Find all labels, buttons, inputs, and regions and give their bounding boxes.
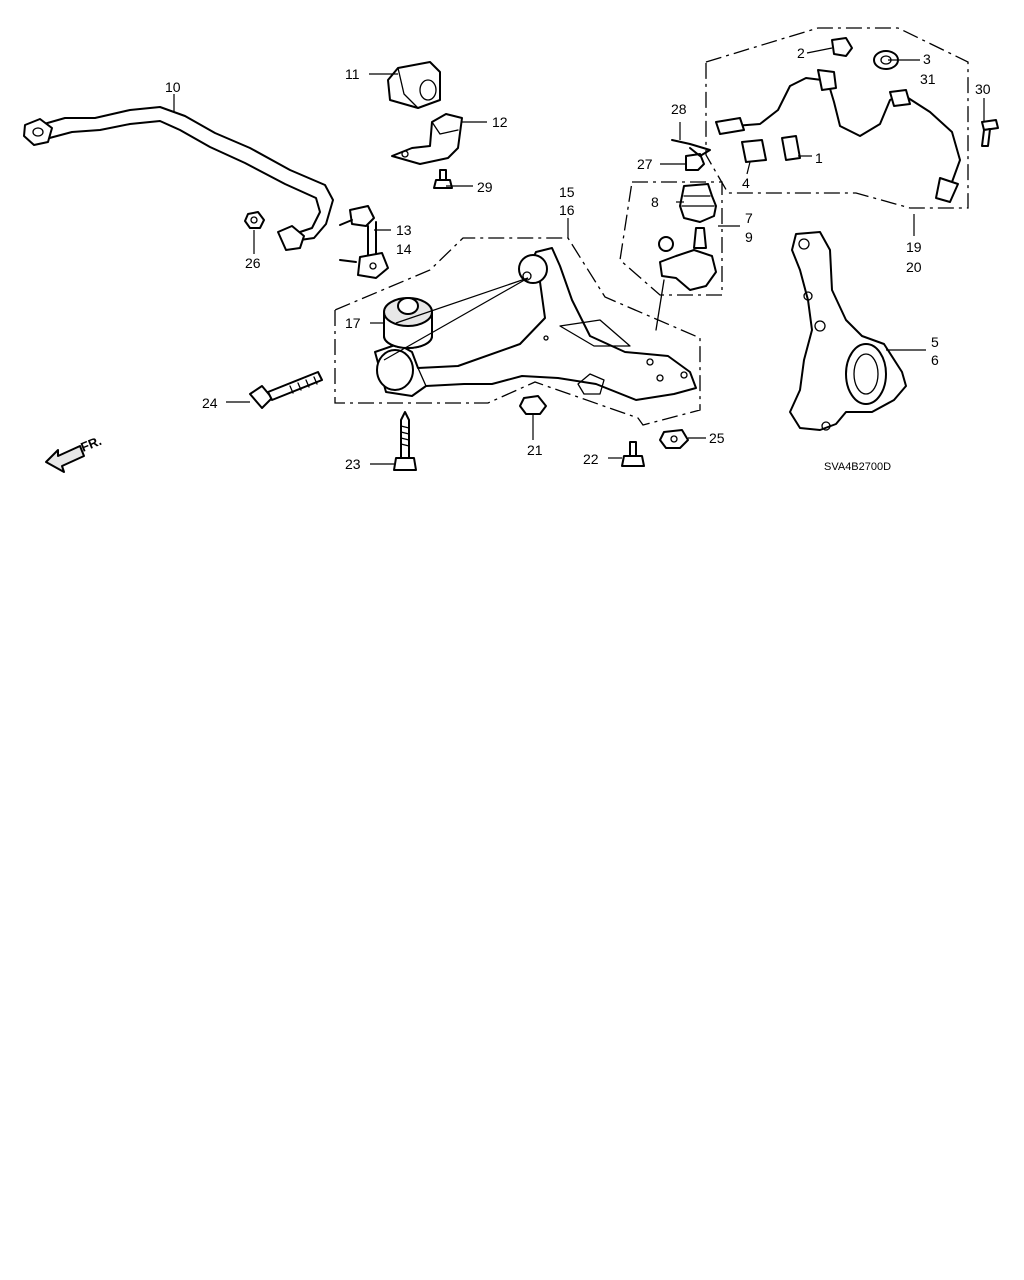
bolt-30 — [981, 119, 999, 147]
callout-31: 31 — [920, 71, 936, 87]
callout-2: 2 — [797, 45, 805, 61]
front-indicator-label: FR. — [79, 433, 104, 455]
callout-11: 11 — [345, 66, 360, 82]
callout-1: 1 — [815, 150, 823, 166]
diagram-reference-code: SVA4B2700D — [824, 461, 891, 473]
callout-5: 5 — [931, 334, 939, 350]
callout-4: 4 — [742, 175, 750, 191]
ball-joint-boot — [679, 183, 717, 223]
compliance-bushing — [383, 297, 433, 349]
callout-15: 15 — [559, 184, 575, 200]
sensor-clip-2 — [831, 37, 853, 57]
sensor-clip-1 — [781, 135, 801, 161]
callout-8: 8 — [651, 194, 659, 210]
lower-arm-group-outline — [334, 237, 701, 426]
callout-3: 3 — [923, 51, 931, 67]
lower-arm — [374, 247, 697, 401]
callout-19: 19 — [906, 239, 922, 255]
bolt-29 — [433, 169, 453, 189]
nut-27 — [685, 153, 705, 171]
callout-labels: 1 2 3 31 4 5 6 7 9 8 10 11 12 13 14 15 1… — [165, 45, 991, 472]
ball-joint-group-outline — [619, 181, 723, 296]
bolt-23 — [393, 411, 417, 471]
leader-lines — [173, 47, 985, 465]
sensor-group-outline — [705, 27, 969, 209]
stabilizer-bar — [23, 106, 334, 251]
callout-27: 27 — [637, 156, 653, 172]
callout-26: 26 — [245, 255, 261, 271]
stabilizer-link — [339, 205, 389, 279]
callout-17: 17 — [345, 315, 361, 331]
callout-16: 16 — [559, 202, 575, 218]
sensor-clip-4 — [741, 139, 767, 163]
callout-21: 21 — [527, 442, 543, 458]
callout-7: 7 — [745, 210, 753, 226]
ball-joint — [655, 227, 717, 331]
bushing-bracket — [391, 113, 463, 165]
callout-29: 29 — [477, 179, 493, 195]
callout-24: 24 — [202, 395, 218, 411]
front-direction-indicator: FR. — [45, 433, 104, 473]
callout-14: 14 — [396, 241, 412, 257]
steering-knuckle — [789, 231, 907, 431]
callout-20: 20 — [906, 259, 922, 275]
callout-6: 6 — [931, 352, 939, 368]
callout-30: 30 — [975, 81, 991, 97]
front-arrow-icon — [45, 445, 85, 473]
nut-25 — [659, 429, 689, 449]
callout-12: 12 — [492, 114, 508, 130]
callout-28: 28 — [671, 101, 687, 117]
callout-13: 13 — [396, 222, 412, 238]
callout-22: 22 — [583, 451, 599, 467]
clip-28 — [671, 139, 711, 157]
wheel-speed-sensor — [715, 69, 961, 203]
nut-26 — [244, 211, 265, 229]
stabilizer-bushing — [387, 61, 441, 109]
callout-9: 9 — [745, 229, 753, 245]
bolt-24 — [249, 371, 323, 409]
callout-10: 10 — [165, 79, 181, 95]
nut-21 — [519, 395, 547, 415]
callout-25: 25 — [709, 430, 725, 446]
callout-23: 23 — [345, 456, 361, 472]
bolt-22 — [621, 441, 645, 467]
